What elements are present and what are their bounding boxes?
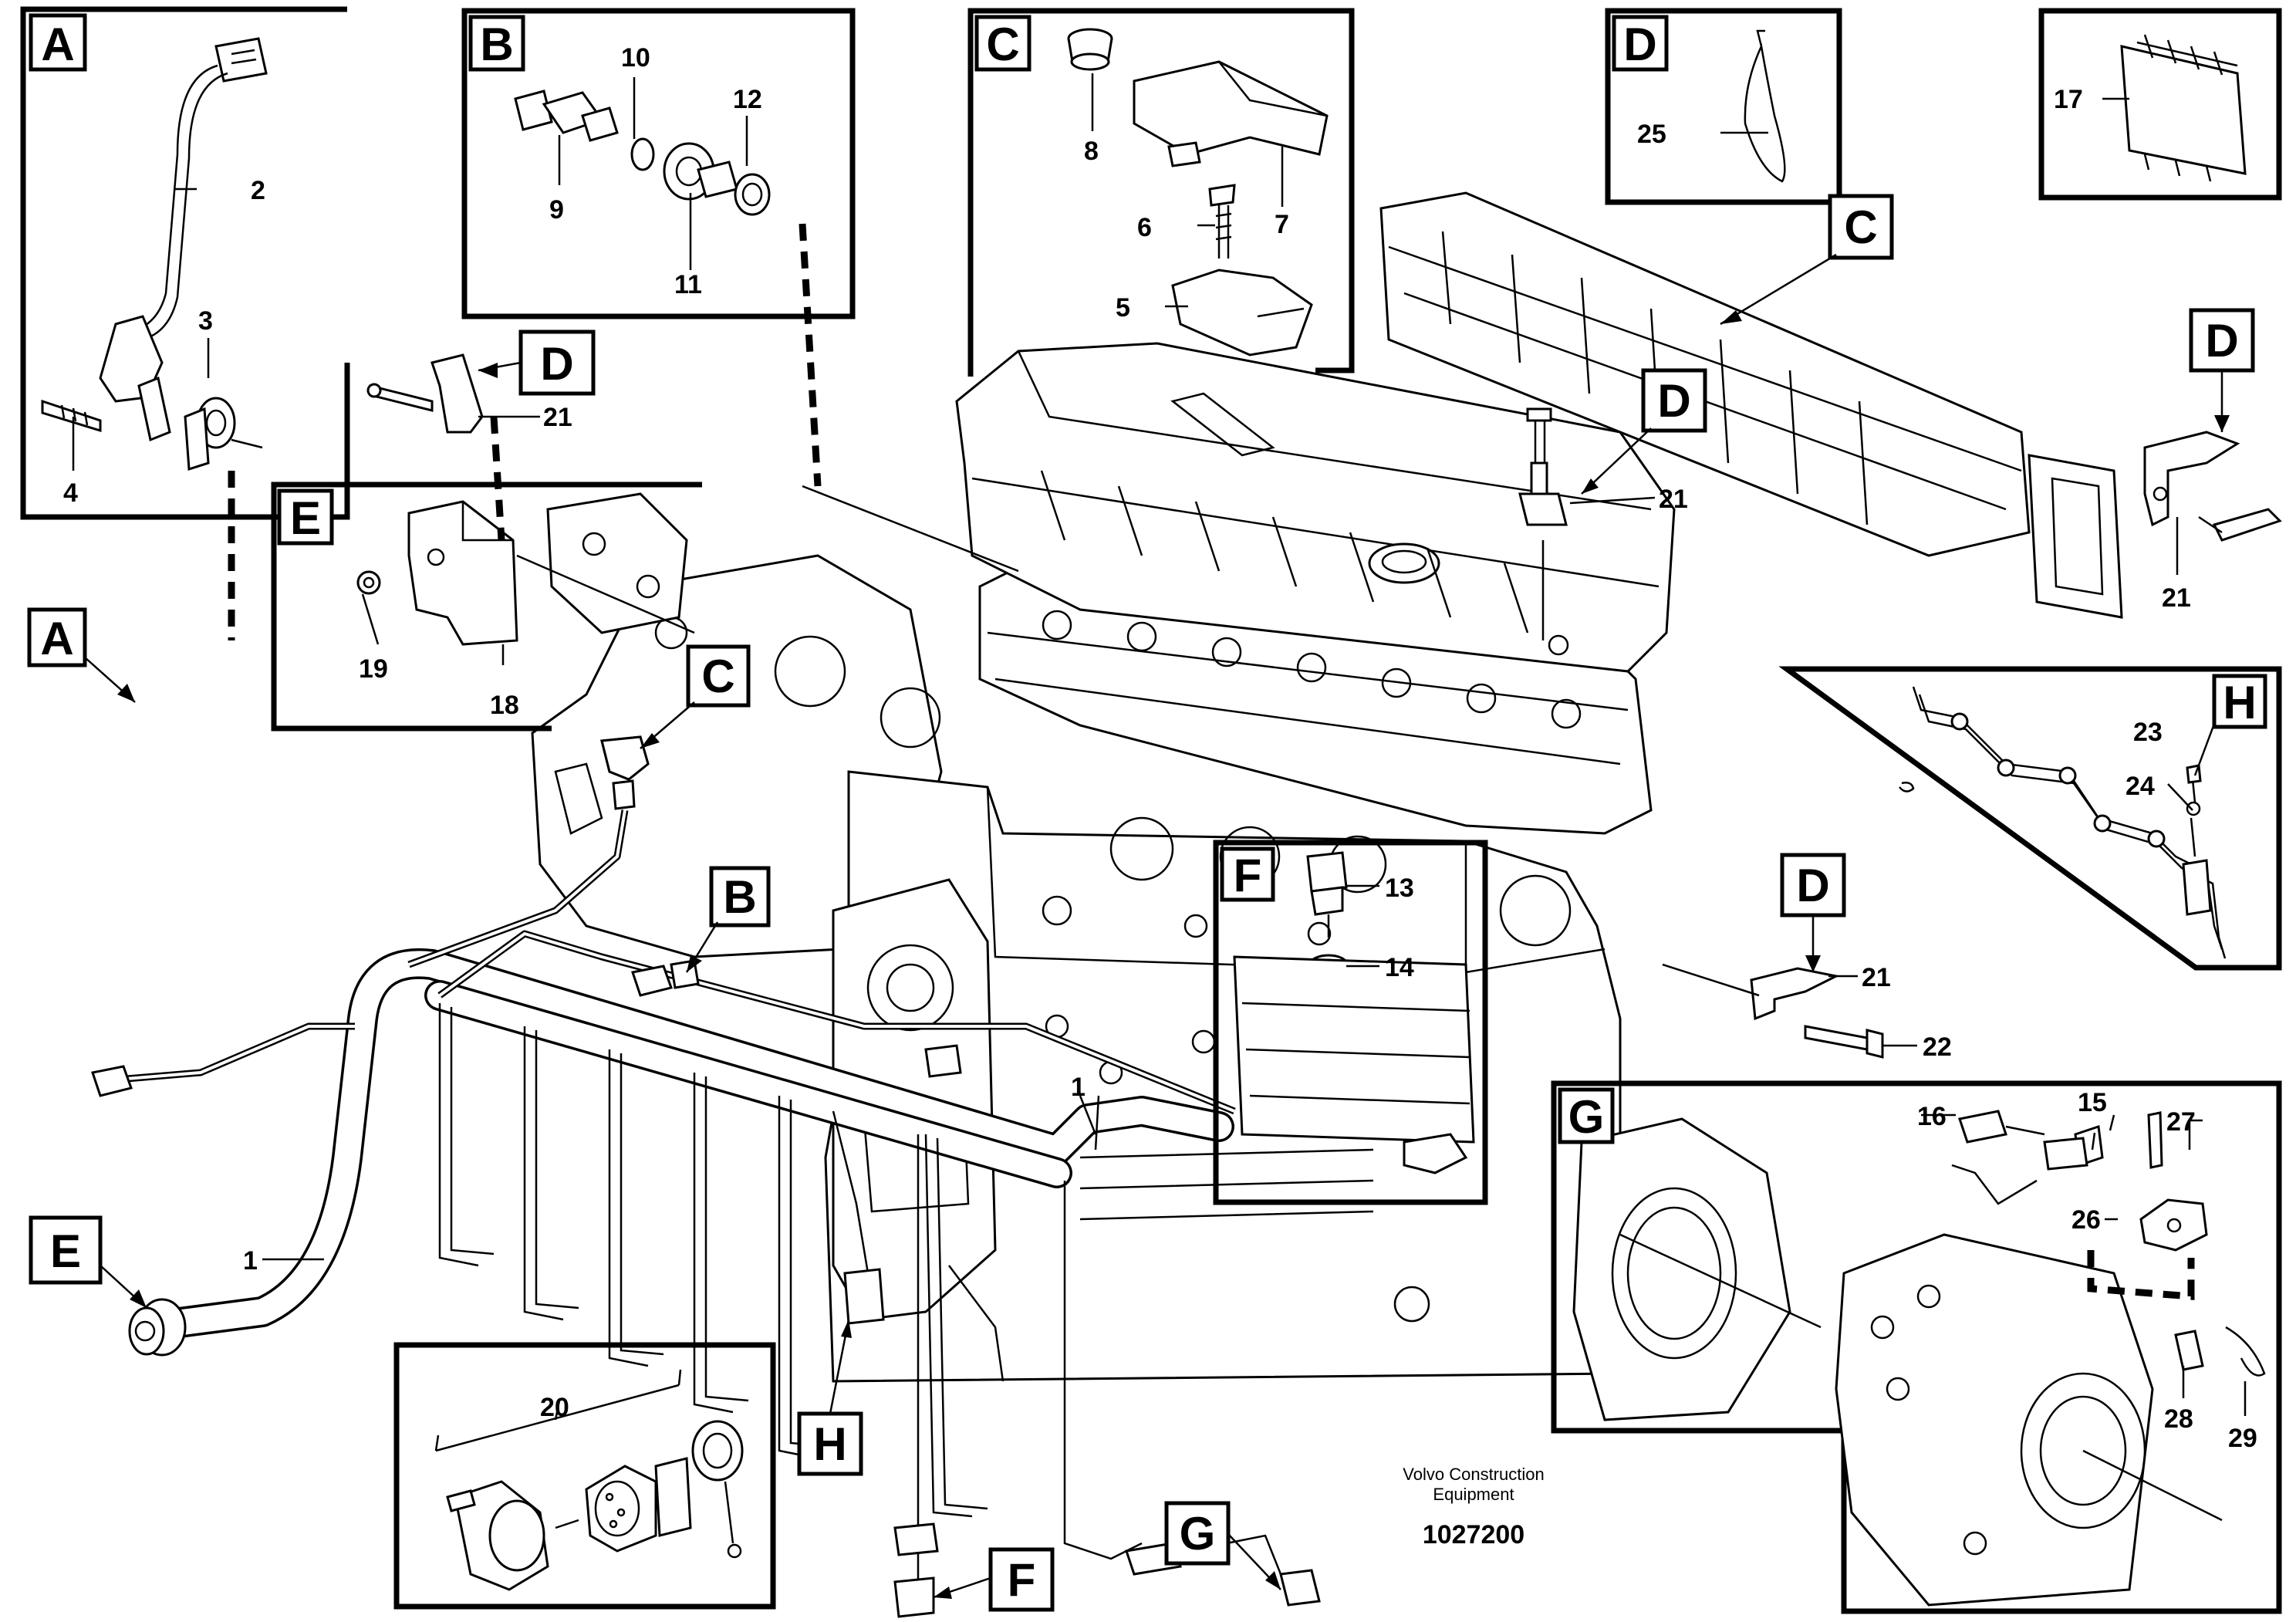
tag-b-label-2: B — [723, 871, 756, 923]
detail-box-g — [1551, 1080, 2282, 1614]
part-label-1-b: 1 — [243, 1246, 258, 1276]
tag-a-label: A — [41, 19, 74, 70]
part-label-21-b: 21 — [1659, 485, 1688, 514]
bracket-21-mid — [1518, 407, 1568, 640]
detail-box-a — [20, 6, 350, 640]
part-label-16: 16 — [1917, 1102, 1947, 1131]
part-label-26: 26 — [2071, 1205, 2101, 1235]
part-label-18: 18 — [490, 691, 519, 720]
part-label-28: 28 — [2164, 1404, 2193, 1434]
part-label-4: 4 — [63, 478, 78, 508]
drawing-number: 1027200 — [1423, 1520, 1524, 1549]
valve-cover — [955, 342, 1676, 673]
part-label-3: 3 — [198, 306, 213, 336]
tag-a-label-2: A — [40, 613, 73, 664]
tag-f-label: F — [1234, 850, 1262, 901]
tag-a-box — [29, 13, 87, 72]
tag-b-label: B — [480, 19, 513, 70]
detail-box-e — [271, 482, 702, 732]
part-label-11: 11 — [674, 270, 702, 299]
callout-tags — [27, 194, 2255, 1612]
title-block: Volvo Construction Equipment 1027200 — [1403, 1465, 1544, 1549]
harness-end-connector — [128, 1298, 187, 1357]
part-label-21-d: 21 — [1862, 963, 1891, 992]
part-label-1-a: 1 — [1071, 1073, 1086, 1102]
part-label-23: 23 — [2133, 718, 2163, 747]
part-label-10: 10 — [621, 43, 650, 73]
part-label-21-c: 21 — [2162, 583, 2191, 613]
part-label-21-a: 21 — [543, 403, 572, 432]
detail-box-connector-kit — [393, 1342, 776, 1610]
tag-g-label-2: G — [1180, 1508, 1216, 1559]
tag-d-label: D — [1623, 19, 1656, 70]
part-label-27: 27 — [2166, 1107, 2196, 1137]
engine-connector-c — [600, 735, 650, 781]
tag-d-box — [1612, 15, 1669, 72]
part-label-20: 20 — [540, 1393, 569, 1422]
tag-d-label-2: D — [540, 338, 573, 390]
tag-c-label: C — [986, 19, 1019, 70]
tag-g-label: G — [1568, 1091, 1605, 1143]
part-label-9: 9 — [549, 195, 564, 225]
part-label-14: 14 — [1385, 953, 1414, 982]
detail-box-control-unit — [2038, 8, 2282, 201]
part-label-7: 7 — [1275, 210, 1289, 239]
part-label-15: 15 — [2078, 1088, 2107, 1117]
tag-b-box — [468, 15, 525, 72]
tag-c-label-2: C — [701, 650, 734, 702]
part-label-25: 25 — [1637, 120, 1666, 149]
detail-box-b — [461, 8, 1019, 573]
tag-c-label-3: C — [1844, 201, 1877, 253]
detail-box-h — [1778, 666, 2282, 971]
tag-c-box — [974, 15, 1032, 72]
part-label-19: 19 — [359, 654, 388, 684]
tag-g-box — [1558, 1087, 1615, 1144]
part-labels: 2 3 4 10 12 9 11 8 7 6 5 25 17 21 19 18 … — [63, 43, 2257, 1453]
part-label-12: 12 — [733, 85, 762, 114]
part-label-22: 22 — [1923, 1032, 1952, 1062]
part-label-5: 5 — [1116, 293, 1130, 323]
main-wiring-harness — [107, 809, 1312, 1598]
tag-h-label: H — [2223, 677, 2256, 728]
bracket-21-right — [2143, 431, 2282, 542]
part-label-29: 29 — [2228, 1424, 2257, 1453]
part-label-8: 8 — [1084, 137, 1099, 166]
manufacturer-line-1: Volvo Construction — [1403, 1465, 1544, 1484]
leader-lines — [72, 73, 2247, 1416]
head-ports — [1042, 610, 1582, 729]
detail-box-f — [1213, 840, 1488, 1205]
tag-d-label-3: D — [1657, 375, 1690, 427]
tag-e-label: E — [290, 492, 321, 544]
bracket-21-lower-right — [1662, 963, 1884, 1059]
tag-h-label-2: H — [813, 1418, 846, 1470]
detail-box-c — [967, 8, 1355, 377]
manufacturer-line-2: Equipment — [1433, 1485, 1514, 1504]
part-label-13: 13 — [1385, 874, 1414, 903]
part-label-2: 2 — [251, 176, 265, 205]
part-label-17: 17 — [2054, 85, 2083, 114]
part-label-6: 6 — [1137, 213, 1152, 242]
tag-d-label-5: D — [1796, 860, 1829, 911]
tag-e-label-2: E — [50, 1225, 81, 1277]
part-label-24: 24 — [2125, 772, 2155, 801]
tag-f-box — [1220, 846, 1275, 902]
tag-h-box — [2212, 674, 2267, 729]
tag-e-box — [277, 488, 334, 546]
bracket-21-upper-left — [366, 353, 505, 541]
tag-d-label-4: D — [2205, 315, 2238, 367]
tag-f-label-2: F — [1008, 1554, 1036, 1606]
